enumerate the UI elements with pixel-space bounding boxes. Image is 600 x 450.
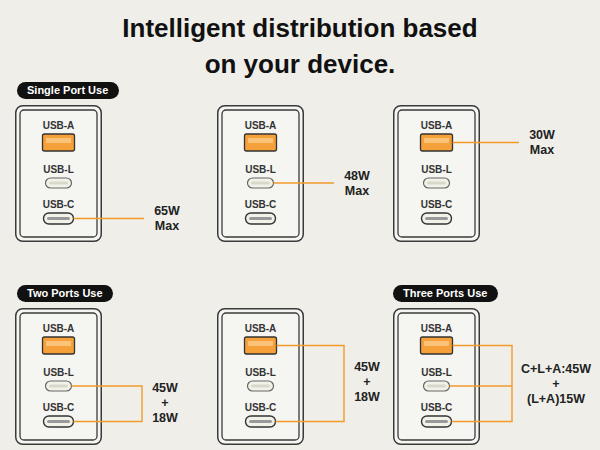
charger-body: USB-A USB-L USB-C <box>15 105 102 242</box>
power-callout: 65W Max <box>147 204 187 234</box>
port-label: USB-A <box>393 323 480 335</box>
port-label: USB-A <box>217 120 304 132</box>
port-label: USB-C <box>217 402 304 414</box>
charger-body: USB-A USB-L USB-C <box>393 105 480 242</box>
port-label: USB-C <box>393 402 480 414</box>
power-callout: 48W Max <box>337 169 377 199</box>
power-callout: 30W Max <box>522 128 562 158</box>
section-label: Single Port Use <box>27 84 109 97</box>
power-callout: 45W + 18W <box>348 360 386 405</box>
port-label: USB-C <box>15 402 102 414</box>
port-label: USB-L <box>217 367 304 379</box>
port-label: USB-L <box>15 367 102 379</box>
section-pill: Three Ports Use <box>393 285 498 302</box>
port-label: USB-C <box>393 199 480 211</box>
section-label: Three Ports Use <box>403 287 488 300</box>
charger-body: USB-A USB-L USB-C <box>217 308 304 445</box>
port-label: USB-C <box>15 199 102 211</box>
leader-line <box>72 143 520 422</box>
port-label: USB-A <box>217 323 304 335</box>
power-callout: 45W + 18W <box>146 381 184 426</box>
charger-body: USB-A USB-L USB-C <box>393 308 480 445</box>
port-label: USB-L <box>393 367 480 379</box>
charger-body: USB-A USB-L USB-C <box>15 308 102 445</box>
port-label: USB-L <box>15 164 102 176</box>
port-label: USB-L <box>393 164 480 176</box>
section-pill: Single Port Use <box>17 82 119 99</box>
port-label: USB-A <box>15 323 102 335</box>
port-label: USB-C <box>217 199 304 211</box>
port-label: USB-L <box>217 164 304 176</box>
port-label: USB-A <box>393 120 480 132</box>
section-pill: Two Ports Use <box>17 285 113 302</box>
power-callout: C+L+A:45W + (L+A)15W <box>515 362 597 407</box>
port-label: USB-A <box>15 120 102 132</box>
page-title: Intelligent distribution based on your d… <box>110 10 490 82</box>
section-label: Two Ports Use <box>27 287 103 300</box>
charger-body: USB-A USB-L USB-C <box>217 105 304 242</box>
